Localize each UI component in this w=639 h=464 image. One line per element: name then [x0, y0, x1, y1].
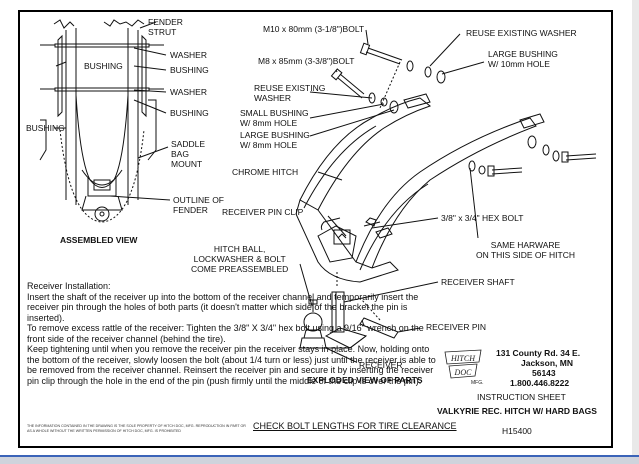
label-bushing-left-top: BUSHING: [84, 61, 123, 71]
instructions-heading: Receiver Installation:: [27, 281, 111, 291]
chrome-hitch-drawing: [295, 93, 545, 283]
leader-lines: [299, 29, 485, 363]
company-zip: 56143: [532, 368, 556, 378]
assembled-view-title: ASSEMBLED VIEW: [60, 235, 138, 245]
label-washer-top: WASHER: [170, 50, 207, 60]
company-address-1: 131 County Rd. 34 E.: [496, 348, 581, 358]
label-bolt-m8: M8 x 85mm (3-3/8")BOLT: [258, 56, 355, 66]
label-reuse-washer-right: REUSE EXISTING WASHER: [466, 28, 577, 38]
company-address-2: Jackson, MN: [521, 358, 573, 368]
label-large-bushing-10: LARGE BUSHING W/ 10mm HOLE: [488, 49, 558, 69]
label-saddle-bag-mount: SADDLE BAG MOUNT: [171, 139, 206, 169]
label-receiver-pin: RECEIVER PIN: [426, 322, 486, 332]
part-number: H15400: [502, 426, 532, 436]
receiver-installation-instructions: Receiver Installation: Insert the shaft …: [27, 281, 437, 386]
instruction-sheet: FENDER STRUT WASHER BUSHING BUSHING WASH…: [0, 0, 632, 455]
label-same-hardware: SAME HARWARE ON THIS SIDE OF HITCH: [476, 240, 576, 260]
label-large-bushing-8: LARGE BUSHING W/ 8mm HOLE: [240, 130, 310, 150]
label-outline-of-fender: OUTLINE OF FENDER: [173, 195, 225, 215]
instruction-sheet-label: INSTRUCTION SHEET: [477, 392, 566, 402]
hitch-diagram: [39, 19, 597, 363]
exploded-view-title: EXPLODED VIEW OF PARTS: [307, 375, 423, 385]
label-hitch-ball: HITCH BALL, LOCKWASHER & BOLT COME PREAS…: [191, 244, 289, 274]
instructions-paragraph: Keep tightening until when you remove th…: [27, 344, 436, 386]
hardware-drawing: [330, 42, 597, 227]
label-bushing-top: BUSHING: [170, 65, 209, 75]
label-fender-strut: FENDER STRUT: [148, 17, 183, 37]
label-receiver-pin-clip: RECEIVER PIN CLIP: [222, 207, 304, 217]
label-small-bushing-8: SMALL BUSHING W/ 8mm HOLE: [240, 108, 309, 128]
svg-text:MFG.: MFG.: [471, 380, 484, 386]
label-bolt-m10: M10 x 80mm (3-1/8")BOLT: [263, 24, 365, 34]
svg-text:HITCH: HITCH: [450, 354, 476, 363]
svg-text:DOC: DOC: [454, 368, 473, 377]
hitch-doc-logo: HITCH DOC MFG.: [444, 349, 484, 386]
label-bushing-mid: BUSHING: [170, 108, 209, 118]
label-chrome-hitch: CHROME HITCH: [232, 167, 299, 177]
instructions-paragraph: Insert the shaft of the receiver up into…: [27, 291, 419, 323]
instructions-paragraph: To remove excess rattle of the receiver:…: [27, 323, 424, 344]
label-reuse-washer-left: REUSE EXISTING WASHER: [254, 83, 326, 103]
label-receiver-shaft: RECEIVER SHAFT: [441, 277, 515, 287]
copyright-notice: THE INFORMATION CONTAINED IN THE DRAWING…: [27, 424, 246, 433]
check-bolt-note: CHECK BOLT LENGTHS FOR TIRE CLEARANCE: [253, 421, 457, 431]
label-hex-bolt: 3/8" x 3/4" HEX BOLT: [441, 213, 524, 223]
label-washer-mid: WASHER: [170, 87, 207, 97]
sheet-border: [18, 10, 613, 448]
product-name: VALKYRIE REC. HITCH W/ HARD BAGS: [437, 406, 597, 416]
label-bushing-left-bottom: BUSHING: [26, 123, 65, 133]
label-receiver: RECEIVER: [359, 360, 403, 370]
viewer-bottom-bar: [0, 455, 639, 464]
assembled-view-drawing: [39, 19, 171, 223]
company-phone: 1.800.446.8222: [510, 378, 570, 388]
